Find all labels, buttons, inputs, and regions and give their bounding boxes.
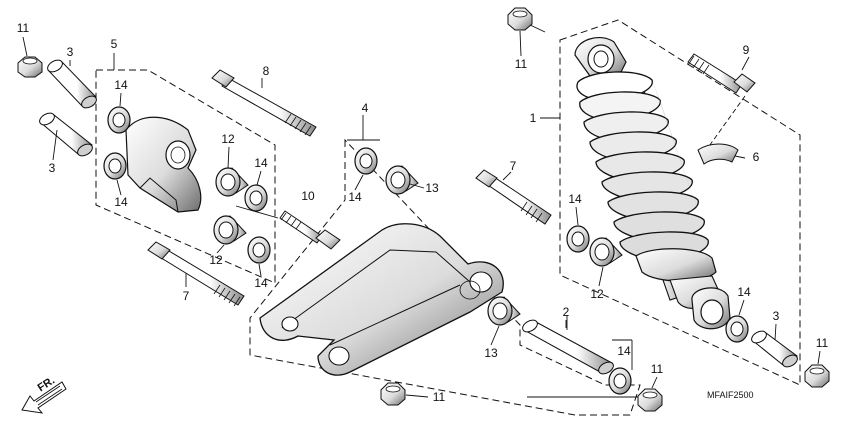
callout-14-b: 14 [114,195,128,209]
bolt-7-left [147,241,245,307]
callout-5: 5 [111,37,118,51]
callout-14-c: 14 [254,156,268,170]
callout-14-e: 14 [348,190,362,204]
dust-seal-14-h [608,367,632,395]
bolt-7-right [475,169,552,225]
callout-14-h: 14 [617,344,631,358]
collar-long [522,319,614,375]
callout-11-bottom-mid: 11 [651,362,664,376]
callout-3-right: 3 [773,309,780,323]
group-5-outline [95,69,276,284]
shock-arm-4 [259,223,504,376]
callout-3-top-left: 3 [67,45,74,59]
dust-seal-14-e [354,147,378,175]
callout-12-a: 12 [221,132,235,146]
leader-lines-2 [22,30,821,398]
flange-nut-top-left [17,56,43,78]
callout-11-bottom: 11 [433,390,446,404]
flange-nut-bottom-mid [637,388,663,412]
group-1-outline [559,19,801,386]
collar-right [751,330,798,368]
callout-14-g: 14 [737,285,751,299]
callout-14-d: 14 [254,276,268,290]
callout-12-b: 12 [209,253,223,267]
callout-11-top: 11 [515,57,528,71]
group-4-outline [249,138,641,416]
rear-cushion-1 [574,37,731,330]
needle-bearing-12-a [215,167,249,197]
callout-2: 2 [563,305,570,319]
flange-nut-bottom [380,382,406,406]
callout-11-top-left: 11 [17,21,30,35]
connecting-rod-5 [125,116,202,213]
group-outlines [95,19,801,416]
bolt-10 [279,210,341,250]
callout-14-f: 14 [568,192,582,206]
callout-8: 8 [263,64,270,78]
dust-seal-14-c [244,184,268,212]
callout-4: 4 [362,101,369,115]
callout-10: 10 [301,189,315,203]
dust-seal-14-a [107,106,131,134]
flange-nut-right [804,364,830,388]
collar-left [39,112,93,157]
dust-seal-14-f [566,225,590,253]
callout-13-a: 13 [425,181,439,195]
caution-label-6 [697,143,739,165]
callout-labels: 11 3 5 14 3 14 8 12 14 10 12 14 7 4 14 1… [17,21,829,404]
callout-1: 1 [530,111,537,125]
callout-12-c: 12 [590,287,604,301]
callout-3-left: 3 [49,161,56,175]
needle-bearing-12-b [213,215,247,245]
diagram-code: MFAIF2500 [707,390,754,400]
dust-seal-14-b [103,152,127,180]
needle-bearing-12-c [589,237,623,267]
front-direction-arrow-icon [21,381,67,414]
dust-seal-14-d [247,236,271,264]
collar-top-left [47,59,97,109]
needle-bearing-13-b [487,296,521,326]
needle-bearing-13-a [385,165,419,195]
flange-nut-top [507,7,533,31]
callout-14-a: 14 [114,78,128,92]
callout-7-left: 7 [183,289,190,303]
bolt-9 [687,53,756,94]
callout-13-b: 13 [484,346,498,360]
callout-9: 9 [743,43,750,57]
callout-11-right: 11 [816,336,829,350]
callout-7-right: 7 [510,159,517,173]
bolt-8 [211,69,317,137]
callout-6: 6 [753,150,760,164]
dust-seal-14-g [725,315,749,343]
